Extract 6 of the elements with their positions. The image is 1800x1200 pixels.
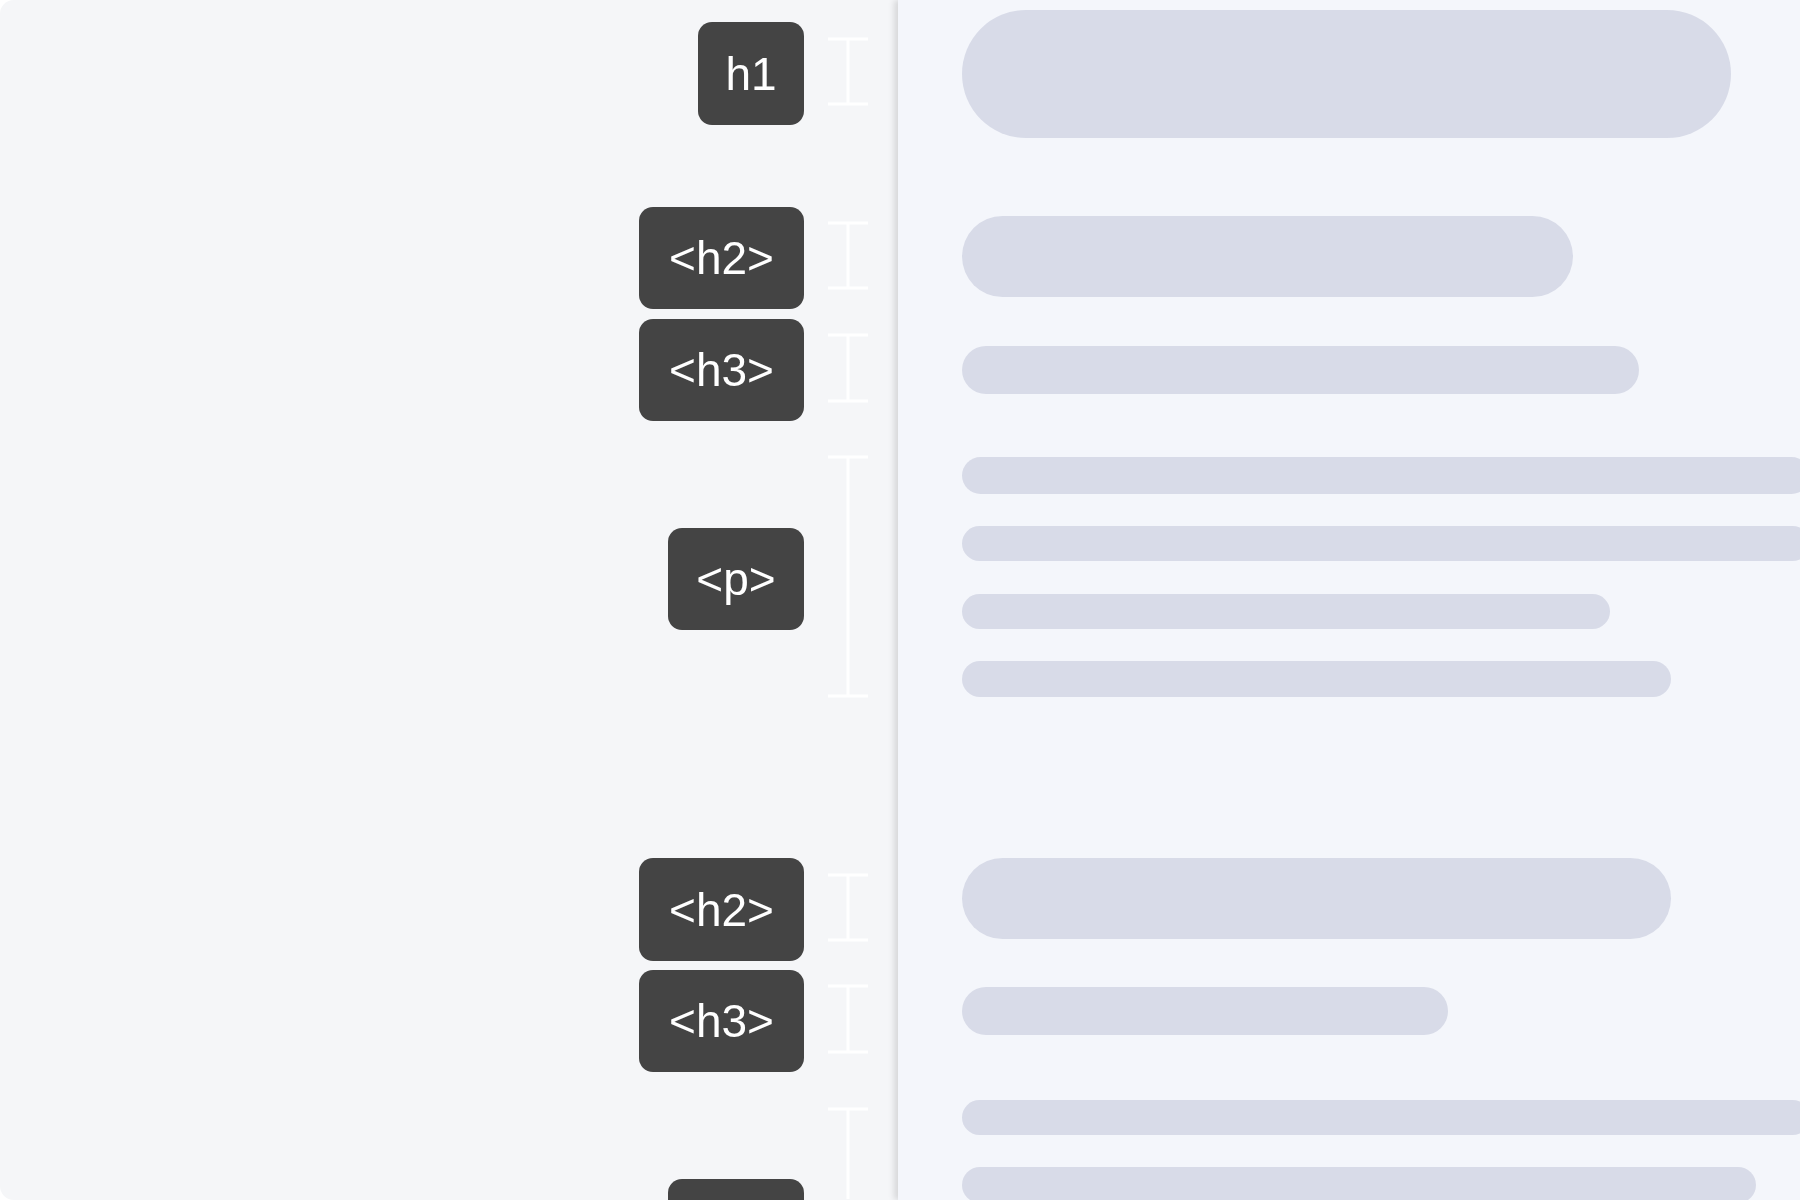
tag-badge: h1 — [698, 22, 804, 125]
tag-badge: <h2> — [639, 207, 804, 309]
tag-badge: <h3> — [639, 319, 804, 421]
tag-badge: <h2> — [639, 858, 804, 961]
tag-badge: <p> — [668, 528, 804, 630]
tag-badge: <h3> — [639, 970, 804, 1072]
